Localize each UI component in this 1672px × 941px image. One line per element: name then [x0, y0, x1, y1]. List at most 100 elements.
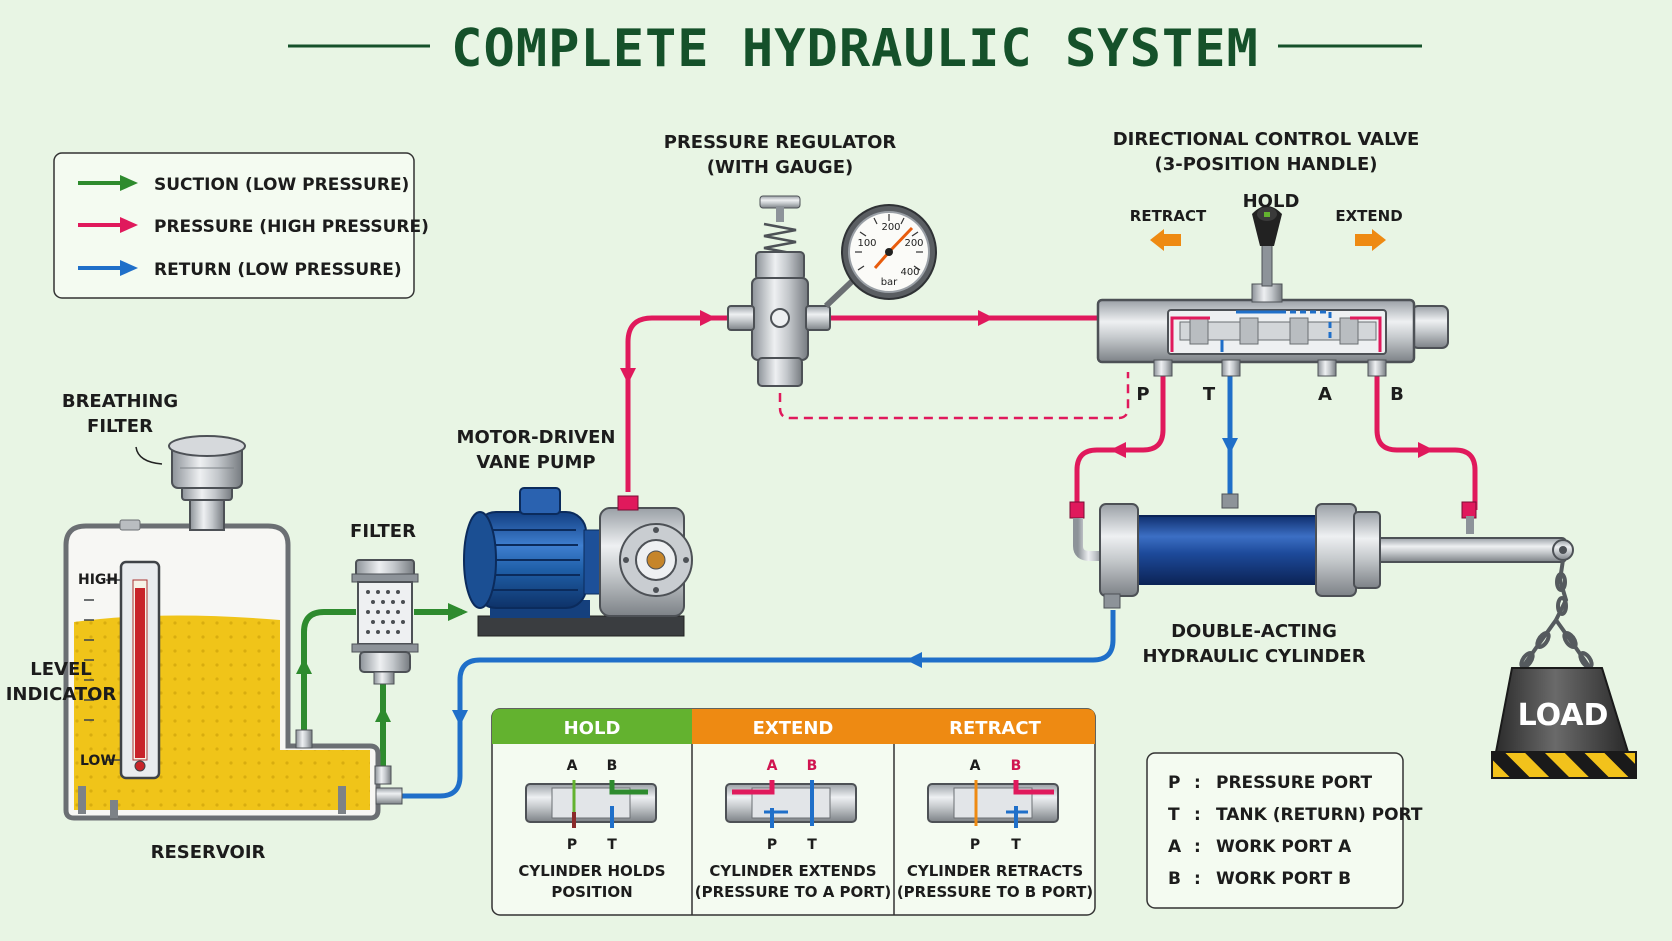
motor-driven-pump	[463, 487, 693, 637]
arrow-right-icon	[1355, 229, 1386, 251]
arrow-up-icon	[296, 658, 312, 674]
arrow-down-icon	[1222, 438, 1238, 454]
svg-text:B: B	[1168, 869, 1181, 889]
return-arrows	[452, 438, 1238, 726]
port-t-label: T	[1203, 384, 1216, 405]
valve-extend-label: EXTEND	[1335, 207, 1402, 225]
svg-text:(PRESSURE TO B PORT): (PRESSURE TO B PORT)	[897, 883, 1093, 901]
svg-text:(PRESSURE TO A PORT): (PRESSURE TO A PORT)	[695, 883, 892, 901]
legend-label: PRESSURE (HIGH PRESSURE)	[154, 217, 429, 237]
legend-label: RETURN (LOW PRESSURE)	[154, 260, 402, 280]
pressure-arrows	[620, 310, 1434, 458]
pressure-gauge: 200 100 200 400 bar	[841, 204, 937, 300]
double-acting-cylinder	[1069, 493, 1574, 609]
port-key: P : PRESSURE PORT T : TANK (RETURN) PORT…	[1146, 752, 1423, 909]
svg-text:WORK PORT B: WORK PORT B	[1216, 869, 1351, 889]
svg-text:PRESSURE PORT: PRESSURE PORT	[1216, 773, 1373, 793]
reservoir: HIGH LOW	[63, 435, 403, 821]
svg-text:P: P	[567, 837, 577, 853]
legend-item-suction: SUCTION (LOW PRESSURE)	[78, 175, 409, 195]
filter-label: FILTER	[350, 521, 416, 542]
gauge-needle	[887, 226, 914, 254]
inline-filter	[351, 559, 419, 685]
svg-text:T: T	[607, 837, 617, 853]
level-high-label: HIGH	[78, 572, 118, 588]
svg-text:MOTOR-DRIVEN: MOTOR-DRIVEN	[457, 427, 616, 448]
mode-title: HOLD	[564, 718, 621, 739]
svg-text:FILTER: FILTER	[87, 416, 153, 437]
mode-retract: RETRACT A B P T CYLINDER RETRACTS (PRESS…	[894, 709, 1095, 901]
port-key-row: B : WORK PORT B	[1168, 869, 1351, 889]
mode-title: EXTEND	[753, 718, 834, 739]
svg-text::: :	[1194, 869, 1201, 889]
suction-line-reservoir-filter	[301, 609, 356, 740]
svg-text:400: 400	[900, 267, 919, 278]
valve-hold-label: HOLD	[1243, 191, 1300, 212]
valve-retract-label: RETRACT	[1130, 207, 1207, 225]
svg-text:200: 200	[904, 238, 923, 249]
svg-text:CYLINDER EXTENDS: CYLINDER EXTENDS	[709, 862, 876, 880]
svg-text:B: B	[607, 758, 618, 774]
svg-text:TANK (RETURN) PORT: TANK (RETURN) PORT	[1216, 805, 1423, 825]
level-low-label: LOW	[80, 753, 116, 769]
arrow-right-icon	[120, 260, 138, 276]
svg-text:200: 200	[881, 222, 900, 233]
pressure-regulator: 200 100 200 400 bar	[727, 195, 937, 387]
port-key-row: A : WORK PORT A	[1168, 837, 1352, 857]
svg-text:DIRECTIONAL CONTROL VALVE: DIRECTIONAL CONTROL VALVE	[1113, 129, 1420, 150]
svg-text:A: A	[767, 758, 778, 774]
legend-label: SUCTION (LOW PRESSURE)	[154, 175, 409, 195]
svg-text:HYDRAULIC CYLINDER: HYDRAULIC CYLINDER	[1142, 646, 1365, 667]
svg-text:CYLINDER HOLDS: CYLINDER HOLDS	[518, 862, 665, 880]
page-title: COMPLETE HYDRAULIC SYSTEM	[451, 19, 1259, 79]
svg-text:PRESSURE REGULATOR: PRESSURE REGULATOR	[664, 132, 897, 153]
svg-text:P: P	[1168, 773, 1180, 793]
load: LOAD	[1491, 559, 1637, 779]
breathing-filter-label: BREATHING FILTER	[62, 391, 178, 437]
svg-text::: :	[1194, 773, 1201, 793]
svg-text::: :	[1194, 805, 1201, 825]
svg-text:P: P	[767, 837, 777, 853]
svg-text:B: B	[1011, 758, 1022, 774]
svg-text:(3-POSITION HANDLE): (3-POSITION HANDLE)	[1155, 154, 1378, 175]
svg-text:T: T	[1011, 837, 1021, 853]
arrow-right-icon	[120, 217, 138, 233]
svg-text:(WITH GAUGE): (WITH GAUGE)	[707, 157, 853, 178]
reservoir-label: RESERVOIR	[151, 842, 266, 863]
directional-control-valve	[1096, 206, 1449, 377]
pressure-line-valve-cylinder-a	[1074, 375, 1166, 505]
svg-text:POSITION: POSITION	[551, 883, 632, 901]
mode-hold: HOLD A B P T CYLINDER HOLDS POSITION	[492, 709, 692, 901]
arrow-left-icon	[1110, 442, 1126, 458]
arrow-right-icon	[978, 310, 994, 326]
svg-text:VANE PUMP: VANE PUMP	[476, 452, 595, 473]
svg-text:A: A	[1168, 837, 1182, 857]
svg-text::: :	[1194, 837, 1201, 857]
regulator-label: PRESSURE REGULATOR (WITH GAUGE)	[664, 132, 897, 178]
pressure-line-pump-regulator	[625, 315, 728, 492]
svg-text:bar: bar	[881, 277, 898, 288]
svg-text:P: P	[970, 837, 980, 853]
port-a-label: A	[1318, 384, 1332, 405]
svg-text:CYLINDER RETRACTS: CYLINDER RETRACTS	[907, 862, 1083, 880]
arrow-down-icon	[620, 368, 636, 384]
port-p-label: P	[1136, 384, 1149, 405]
cylinder-label: DOUBLE-ACTING HYDRAULIC CYLINDER	[1142, 621, 1365, 667]
pump-label: MOTOR-DRIVEN VANE PUMP	[457, 427, 616, 473]
port-key-row: P : PRESSURE PORT	[1168, 773, 1373, 793]
svg-text:DOUBLE-ACTING: DOUBLE-ACTING	[1171, 621, 1337, 642]
valve-modes-panel: HOLD A B P T CYLINDER HOLDS POSITION EXT…	[491, 708, 1096, 916]
arrow-up-icon	[375, 706, 391, 722]
legend-item-return: RETURN (LOW PRESSURE)	[78, 260, 402, 280]
level-scale	[84, 579, 121, 761]
svg-text:100: 100	[857, 238, 876, 249]
svg-text:A: A	[970, 758, 981, 774]
arrow-right-icon	[1418, 442, 1434, 458]
legend: SUCTION (LOW PRESSURE) PRESSURE (HIGH PR…	[53, 152, 429, 299]
return-line-cylinder-reservoir	[398, 610, 1116, 799]
mode-title: RETRACT	[949, 718, 1041, 739]
valve-label: DIRECTIONAL CONTROL VALVE (3-POSITION HA…	[1113, 129, 1420, 175]
load-label: LOAD	[1518, 698, 1609, 733]
